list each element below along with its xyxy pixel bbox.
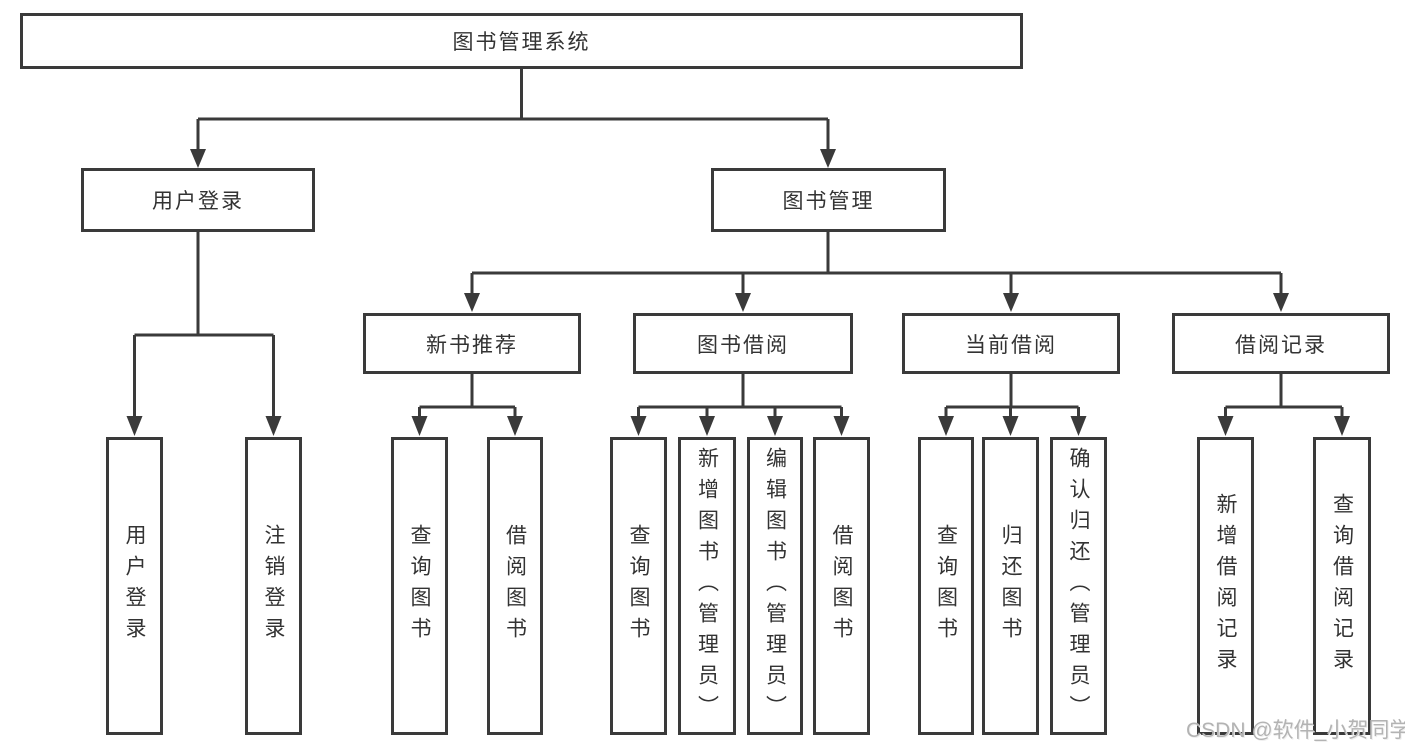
node-user-login: 用户登录 xyxy=(81,168,315,232)
node-logout: 注销登录 xyxy=(245,437,302,735)
node-label: 用户登录 xyxy=(123,524,146,648)
book-management-branch-lines xyxy=(470,232,1283,295)
node-borrowing-records: 借阅记录 xyxy=(1172,313,1390,374)
node-add-books-admin: 新增图书（管理员） xyxy=(678,437,736,735)
level3-arrowheads xyxy=(464,293,1289,312)
node-library-management-system: 图书管理系统 xyxy=(20,13,1023,69)
node-book-borrowing: 图书借阅 xyxy=(633,313,853,374)
level2-arrowheads xyxy=(190,149,836,168)
node-label: 新增图书（管理员） xyxy=(695,446,719,726)
node-label: 查询图书 xyxy=(408,524,431,648)
node-label: 查询图书 xyxy=(627,524,650,648)
node-book-management: 图书管理 xyxy=(711,168,946,232)
node-query-books-2: 查询图书 xyxy=(610,437,667,735)
node-label: 确认归还（管理员） xyxy=(1067,446,1090,726)
node-current-borrowing: 当前借阅 xyxy=(902,313,1120,374)
node-label: 借阅记录 xyxy=(1235,333,1327,357)
node-label: 图书管理 xyxy=(782,190,875,213)
root-to-level2-lines xyxy=(196,69,830,151)
node-label: 图书借阅 xyxy=(697,333,789,357)
user-login-branch-lines xyxy=(133,232,275,418)
node-label: 查询图书 xyxy=(934,524,958,648)
new-book-group-lines xyxy=(418,374,517,418)
node-query-books-3: 查询图书 xyxy=(918,437,974,735)
node-borrow-books-2: 借阅图书 xyxy=(813,437,870,735)
node-user-login-leaf: 用户登录 xyxy=(106,437,163,735)
node-return-books: 归还图书 xyxy=(982,437,1039,735)
node-confirm-return-admin: 确认归还（管理员） xyxy=(1050,437,1107,735)
node-label: 借阅图书 xyxy=(503,524,527,648)
node-label: 注销登录 xyxy=(262,524,285,648)
node-query-books-1: 查询图书 xyxy=(391,437,448,735)
node-label: 归还图书 xyxy=(999,524,1022,648)
node-add-borrow-record: 新增借阅记录 xyxy=(1197,437,1254,735)
node-new-book-recommendation: 新书推荐 xyxy=(363,313,581,374)
node-query-borrow-record: 查询借阅记录 xyxy=(1313,437,1371,735)
node-label: 用户登录 xyxy=(152,190,244,213)
node-label: 查询借阅记录 xyxy=(1330,493,1354,679)
node-label: 图书管理系统 xyxy=(452,31,591,54)
current-borrow-group-lines xyxy=(944,374,1080,418)
book-borrow-group-lines xyxy=(637,374,843,418)
level4-arrowheads xyxy=(411,416,1350,436)
borrow-record-group-lines xyxy=(1224,374,1344,418)
node-label: 编辑图书（管理员） xyxy=(763,446,787,726)
node-label: 借阅图书 xyxy=(830,524,853,648)
node-edit-books-admin: 编辑图书（管理员） xyxy=(747,437,803,735)
node-label: 当前借阅 xyxy=(965,333,1057,357)
node-label: 新增借阅记录 xyxy=(1214,493,1237,679)
node-label: 新书推荐 xyxy=(426,333,518,357)
csdn-watermark: CSDN @软件_小贺同学 xyxy=(1186,719,1405,742)
node-borrow-books-1: 借阅图书 xyxy=(487,437,543,735)
user-login-arrowheads xyxy=(126,416,282,436)
